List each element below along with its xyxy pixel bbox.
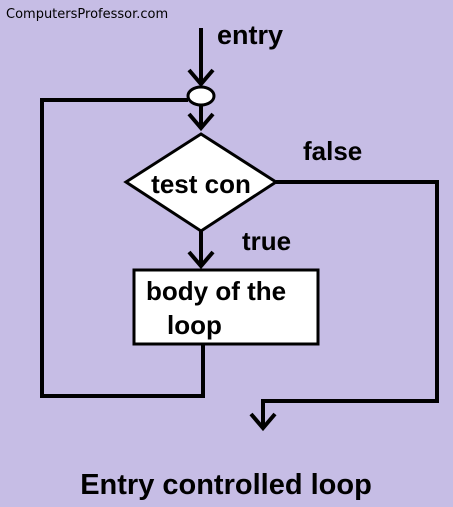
body-label-line1: body of the — [146, 276, 286, 306]
false-label: false — [303, 136, 362, 166]
loop-back-line — [40, 98, 205, 398]
entry-label: entry — [217, 20, 283, 50]
diagram-caption: Entry controlled loop — [80, 469, 372, 501]
watermark-text: ComputersProfessor.com — [6, 7, 168, 22]
body-label-line2: loop — [167, 310, 222, 340]
true-arrow — [187, 231, 215, 270]
entry-arrow — [187, 28, 215, 88]
false-arrow — [249, 180, 439, 432]
decision-label: test con — [151, 169, 251, 199]
true-label: true — [242, 226, 291, 256]
body-rect — [132, 268, 320, 346]
connector-to-decision-arrow — [187, 105, 215, 132]
connector-circle — [186, 85, 216, 107]
